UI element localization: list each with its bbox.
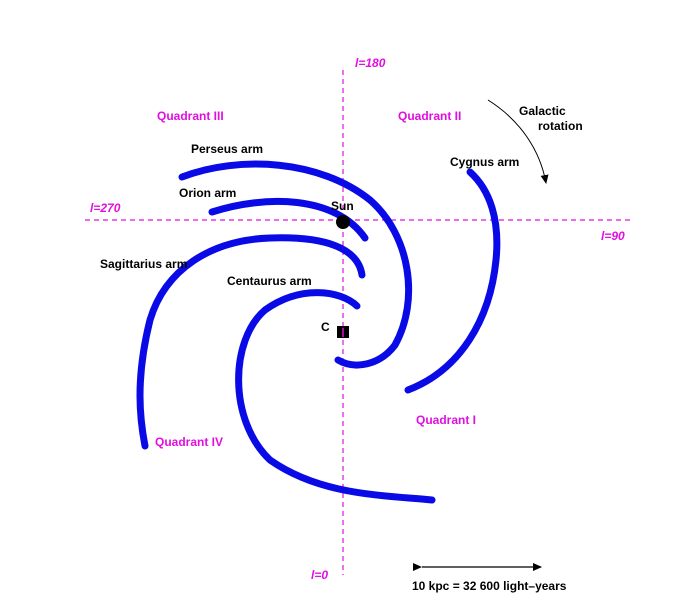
label-sun: Sun <box>331 199 354 213</box>
rotation-arrow <box>487 99 549 184</box>
orion-arm-curve <box>208 197 369 242</box>
axis-label-l0: l=0 <box>311 568 328 582</box>
cygnus-arm-curve <box>404 168 501 394</box>
scale-label: 10 kpc = 32 600 light–years <box>412 579 567 593</box>
label-centaurus-arm: Centaurus arm <box>227 274 312 288</box>
quadrant-label-ii: Quadrant II <box>398 109 461 123</box>
sagittarius-arm-curve <box>136 234 366 450</box>
quadrant-label-iii: Quadrant III <box>157 109 224 123</box>
label-cygnus-arm: Cygnus arm <box>450 155 519 169</box>
rotation-label-line1: Galactic <box>519 104 566 118</box>
rotation-label-line2: rotation <box>538 119 583 133</box>
perseus-arm-curve <box>178 160 413 369</box>
label-perseus-arm: Perseus arm <box>191 142 263 156</box>
quadrant-label-iv: Quadrant IV <box>155 435 223 449</box>
centaurus-arm-curve <box>235 289 436 504</box>
axis-label-l90: l=90 <box>601 229 625 243</box>
sun-marker <box>336 215 350 229</box>
axis-label-l180: l=180 <box>355 56 386 70</box>
axis-label-l270: l=270 <box>90 201 121 215</box>
label-sagittarius-arm: Sagittarius arm <box>100 257 187 271</box>
quadrant-label-i: Quadrant I <box>416 413 476 427</box>
spiral-arms <box>136 160 501 504</box>
label-center: C <box>321 320 330 334</box>
label-orion-arm: Orion arm <box>179 186 236 200</box>
